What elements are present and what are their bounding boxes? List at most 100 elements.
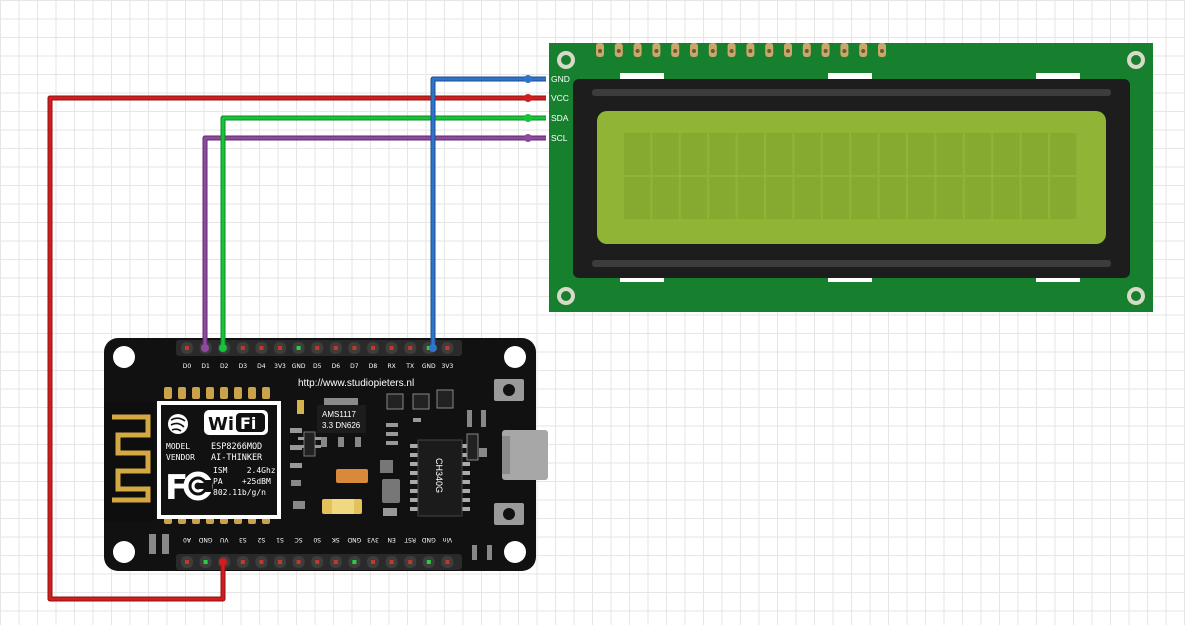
smd-components-left	[290, 400, 321, 509]
lcd-cell	[680, 133, 708, 175]
lcd-cell	[1021, 133, 1048, 175]
header-pin-s3	[236, 556, 249, 568]
header-pin-vin	[441, 556, 454, 568]
header-pin-a0	[181, 556, 193, 568]
smd-part	[149, 534, 156, 554]
header-pin-d7	[348, 342, 361, 354]
lcd-cell	[794, 133, 821, 175]
pin-label-d0: D0	[183, 363, 192, 370]
lcd-pin-labels: GND VCC SDA SCL	[551, 74, 570, 143]
lcd-cell	[1050, 133, 1077, 175]
lcd-cell	[709, 133, 736, 175]
header-pin-d0	[181, 342, 193, 354]
lcd-cell	[822, 133, 850, 175]
pin-label-gnd: GND	[422, 363, 436, 370]
sda-wire	[220, 115, 546, 348]
smd-components-right	[466, 410, 492, 560]
scl-wire	[202, 135, 546, 348]
lcd-pin-gnd: GND	[551, 74, 570, 84]
lcd-character-cells	[624, 133, 1077, 219]
header-pin-d6	[329, 342, 342, 354]
lcd-cell	[851, 133, 878, 175]
header-pin-d5	[311, 342, 324, 354]
lcd-cell	[936, 133, 963, 175]
pin-label-d7: D7	[350, 363, 359, 370]
header-pin-tx	[404, 342, 417, 354]
lcd-pin-scl: SCL	[551, 133, 568, 143]
lcd-cell	[737, 133, 764, 175]
pin-label-sc: SC	[295, 536, 303, 543]
header-pin-gnd	[199, 556, 212, 568]
lcd-header-pad	[690, 43, 698, 57]
esp-antenna	[104, 402, 154, 522]
pin-label-d2: D2	[220, 363, 229, 370]
lcd-header-pad	[802, 43, 811, 57]
flash-button[interactable]	[494, 379, 524, 401]
header-pin-gnd	[422, 556, 435, 568]
pin-label-3v3: 3V3	[442, 363, 454, 370]
regulator-line2: 3.3 DN626	[322, 421, 361, 430]
header-pin-en	[385, 556, 398, 568]
fcc-text: F	[165, 468, 188, 508]
top-pin-header	[176, 340, 462, 356]
pin-label-3v3: 3V3	[367, 536, 379, 543]
pin-label-a0: A0	[183, 536, 191, 543]
micro-usb-connector[interactable]	[502, 430, 548, 480]
lcd-cell	[737, 177, 764, 219]
lcd-cell	[908, 177, 935, 219]
vendor-value: AI-THINKER	[211, 453, 263, 463]
pin-label-d4: D4	[257, 363, 266, 370]
lcd-pin-sda: SDA	[551, 113, 569, 123]
smd-components-center	[380, 389, 454, 516]
header-pin-d4	[255, 342, 268, 354]
board-mounting-holes	[113, 346, 526, 563]
wifi-logo-text: Wi	[208, 414, 234, 435]
reset-button[interactable]	[494, 503, 524, 525]
pin-label-d5: D5	[313, 363, 322, 370]
usb-chip-label: CH340G	[434, 458, 444, 493]
header-pin-rx	[385, 342, 398, 354]
lcd-bezel-tabs	[620, 73, 1080, 282]
lcd-cell	[993, 133, 1020, 175]
header-pin-3v3	[274, 342, 286, 354]
pin-label-vu: VU	[220, 536, 229, 543]
lcd-cell	[624, 133, 651, 175]
pin-label-d3: D3	[239, 363, 248, 370]
pin-label-tx: TX	[405, 363, 414, 370]
espressif-logo-icon	[168, 414, 188, 434]
lcd-header-pad	[596, 43, 604, 57]
header-pin-d3	[236, 342, 249, 354]
pin-label-d1: D1	[201, 363, 210, 370]
lcd-header-pad	[878, 43, 886, 57]
pin-label-rx: RX	[387, 363, 395, 370]
pin-label-rst: RST	[404, 536, 416, 543]
lcd-pin-vcc: VCC	[551, 93, 569, 103]
spec-pa: PA +25dBM	[213, 477, 271, 486]
bottom-pin-header	[176, 554, 462, 570]
fcc-logo-icon: F	[165, 468, 213, 508]
board-url: http://www.studiopieters.nl	[298, 378, 414, 389]
header-pin-d8	[367, 342, 379, 354]
lcd-cell	[766, 177, 793, 219]
lcd-header-pad	[784, 43, 792, 57]
lcd-header-pad	[652, 43, 661, 57]
lcd-cell	[624, 177, 651, 219]
vendor-label: VENDOR	[166, 453, 195, 462]
lcd-cell	[766, 133, 793, 175]
header-pin-sk	[329, 556, 342, 568]
esp8266-module: Wi Fi MODEL VENDOR ESP8266MOD AI-THINKER…	[157, 387, 281, 524]
header-pin-rst	[404, 556, 417, 568]
header-pin-sc	[292, 556, 305, 568]
lcd-header-pad	[614, 43, 623, 57]
lcd-module: GND VCC SDA SCL	[549, 43, 1153, 312]
lcd-header-pad	[840, 43, 849, 57]
pin-label-vin: Vin	[442, 536, 452, 543]
lcd-cell	[1021, 177, 1048, 219]
pin-label-s2: S2	[257, 536, 265, 543]
model-value: ESP8266MOD	[211, 442, 262, 452]
lcd-header-pad	[727, 43, 736, 57]
header-pin-3v3	[441, 342, 454, 354]
lcd-header-pad	[746, 43, 755, 57]
